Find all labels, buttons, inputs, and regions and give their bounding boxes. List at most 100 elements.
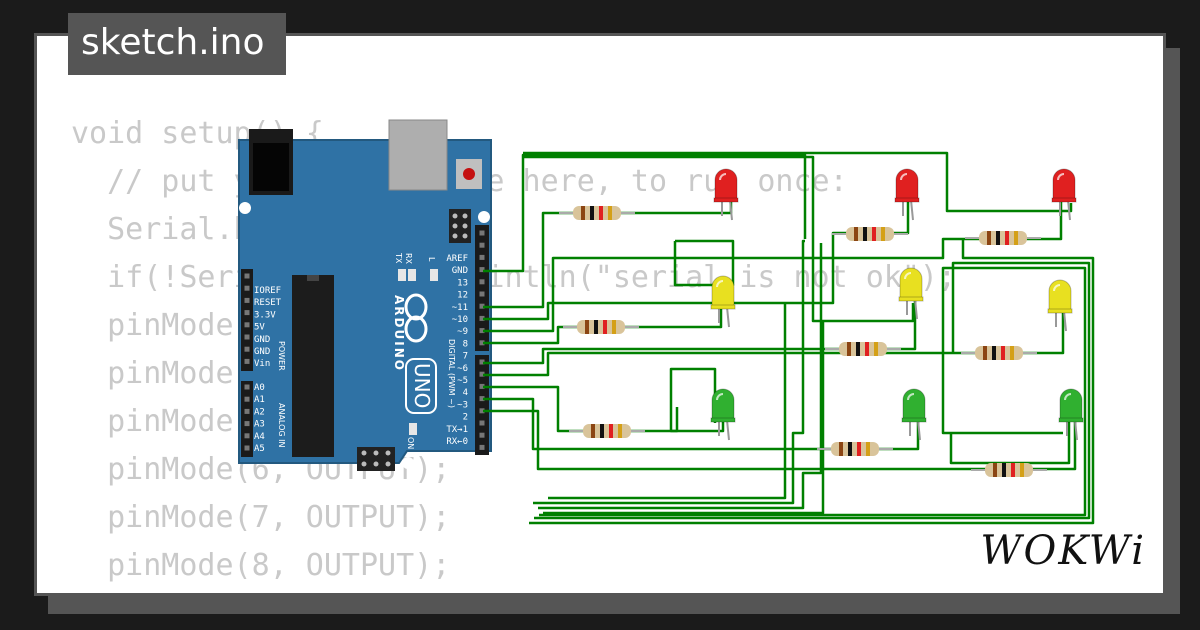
mount-hole <box>239 202 251 214</box>
digital-pin-label: TX→1 <box>446 425 468 435</box>
file-tab-label: sketch.ino <box>81 22 265 63</box>
digital-pin-label: ~6 <box>457 364 468 374</box>
header-pin[interactable] <box>244 408 250 414</box>
power-pin-label: GND <box>254 347 270 357</box>
header-pin[interactable] <box>479 420 485 426</box>
mount-hole <box>402 457 414 469</box>
led-yellow[interactable] <box>898 267 924 320</box>
digital-pin-label: 13 <box>457 278 468 288</box>
led-green[interactable] <box>901 388 927 441</box>
header-pin[interactable] <box>479 432 485 438</box>
power-pin-label: RESET <box>254 298 282 308</box>
header-pin[interactable] <box>479 359 485 365</box>
analog-pin-label: A5 <box>254 444 265 454</box>
power-pin-label: 3.3V <box>254 310 276 320</box>
tx-label: TX <box>394 252 403 264</box>
digital-pin-label: 8 <box>463 339 468 349</box>
led-red[interactable] <box>1051 168 1077 221</box>
led-green[interactable] <box>710 388 736 441</box>
header-pin[interactable] <box>479 371 485 377</box>
tx-led <box>398 269 406 281</box>
header-pin[interactable] <box>244 273 250 279</box>
resistor[interactable] <box>817 442 893 456</box>
led-red[interactable] <box>713 168 739 221</box>
header-pin[interactable] <box>479 408 485 414</box>
header-pin[interactable] <box>479 396 485 402</box>
resistors <box>559 206 1047 477</box>
digital-label: DIGITAL (PWM ~) <box>447 339 456 408</box>
uno-badge <box>405 358 437 414</box>
wires <box>483 151 1095 525</box>
header-pin[interactable] <box>479 444 485 450</box>
analog-pin-label: A4 <box>254 432 265 442</box>
analog-header <box>241 381 253 457</box>
board-name: UNO <box>410 363 434 408</box>
header-pin[interactable] <box>479 340 485 346</box>
wokwi-logo: WOKWi <box>980 528 1146 574</box>
header-pin[interactable] <box>244 358 250 364</box>
header-pin[interactable] <box>244 322 250 328</box>
digital-pin-label: RX←0 <box>446 437 468 447</box>
header-pin[interactable] <box>479 291 485 297</box>
led-green[interactable] <box>1058 388 1084 441</box>
resistor[interactable] <box>563 320 639 334</box>
power-label: POWER <box>277 341 286 371</box>
digital-pin-label: ~5 <box>457 376 468 386</box>
resistor[interactable] <box>569 424 645 438</box>
header-pin[interactable] <box>479 267 485 273</box>
resistor[interactable] <box>825 342 901 356</box>
header-pin[interactable] <box>244 421 250 427</box>
header-pin[interactable] <box>479 230 485 236</box>
resistor[interactable] <box>832 227 908 241</box>
digital-pin-label: 12 <box>457 291 468 301</box>
analog-label: ANALOG IN <box>277 403 286 448</box>
rx-led <box>408 269 416 281</box>
resistor[interactable] <box>961 346 1037 360</box>
header-pin[interactable] <box>244 310 250 316</box>
header-pin[interactable] <box>244 396 250 402</box>
digital-pin-label: ~11 <box>452 303 468 313</box>
analog-pin-label: A0 <box>254 383 265 393</box>
led-red[interactable] <box>894 168 920 221</box>
header-pin[interactable] <box>244 433 250 439</box>
led-yellow[interactable] <box>1047 279 1073 332</box>
brand-label: ARDUINO <box>392 295 406 372</box>
analog-pin-label: A3 <box>254 420 265 430</box>
header-pin[interactable] <box>244 285 250 291</box>
led-yellow[interactable] <box>710 275 736 328</box>
resistor[interactable] <box>971 463 1047 477</box>
header-pin[interactable] <box>479 383 485 389</box>
header-pin[interactable] <box>244 346 250 352</box>
power-pin-label: IOREF <box>254 286 281 296</box>
l-label: L <box>427 257 436 262</box>
header-pin[interactable] <box>244 297 250 303</box>
header-pin[interactable] <box>479 328 485 334</box>
power-pin-label: 5V <box>254 323 265 333</box>
leds <box>710 168 1084 441</box>
digital-header-low <box>475 355 489 455</box>
header-pin[interactable] <box>244 334 250 340</box>
icsp-header-2 <box>357 447 395 471</box>
code-line: pinMode(8, OUTPUT); <box>107 548 451 583</box>
header-pin[interactable] <box>244 445 250 451</box>
digital-pin-label: ~3 <box>457 400 468 410</box>
header-pin[interactable] <box>479 303 485 309</box>
digital-pin-label: ~10 <box>452 315 468 325</box>
header-pin[interactable] <box>479 315 485 321</box>
code-line: pinMode(7, OUTPUT); <box>107 500 451 535</box>
power-header <box>241 269 253 371</box>
digital-pin-label: 4 <box>463 388 468 398</box>
header-pin[interactable] <box>479 254 485 260</box>
file-tab[interactable]: sketch.ino <box>68 13 286 75</box>
header-pin[interactable] <box>479 242 485 248</box>
preview-card: void setup() { // put your setup code he… <box>34 33 1166 596</box>
l-led <box>430 269 438 281</box>
header-pin[interactable] <box>479 279 485 285</box>
resistor[interactable] <box>559 206 635 220</box>
digital-pin-label: 2 <box>463 413 468 423</box>
header-pin[interactable] <box>244 384 250 390</box>
resistor[interactable] <box>965 231 1041 245</box>
